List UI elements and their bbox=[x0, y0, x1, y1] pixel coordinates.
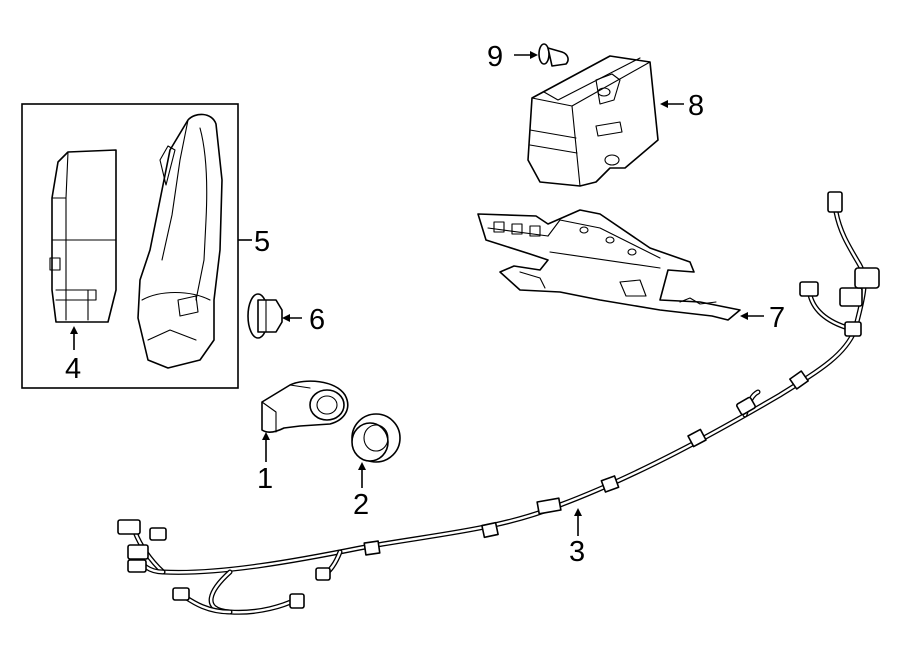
control-module bbox=[527, 55, 659, 187]
callout-4: 4 bbox=[65, 353, 81, 385]
group-frame bbox=[21, 103, 239, 389]
bracket-assembly bbox=[137, 113, 223, 369]
callout-3: 3 bbox=[569, 536, 585, 568]
callout-9: 9 bbox=[487, 41, 503, 73]
callout-7: 7 bbox=[769, 302, 785, 334]
callout-6: 6 bbox=[309, 304, 325, 336]
wiring-harness bbox=[117, 191, 880, 615]
callout-5: 5 bbox=[254, 226, 270, 258]
callout-1: 1 bbox=[257, 463, 273, 495]
grommet-nut bbox=[247, 293, 283, 339]
sensor-retainer-ring bbox=[351, 413, 401, 463]
mounting-bracket bbox=[477, 209, 741, 321]
sensor-module bbox=[49, 149, 117, 323]
callout-8: 8 bbox=[688, 90, 704, 122]
push-pin-fastener bbox=[538, 43, 569, 67]
callout-2: 2 bbox=[353, 489, 369, 521]
parking-sensor bbox=[261, 380, 349, 433]
